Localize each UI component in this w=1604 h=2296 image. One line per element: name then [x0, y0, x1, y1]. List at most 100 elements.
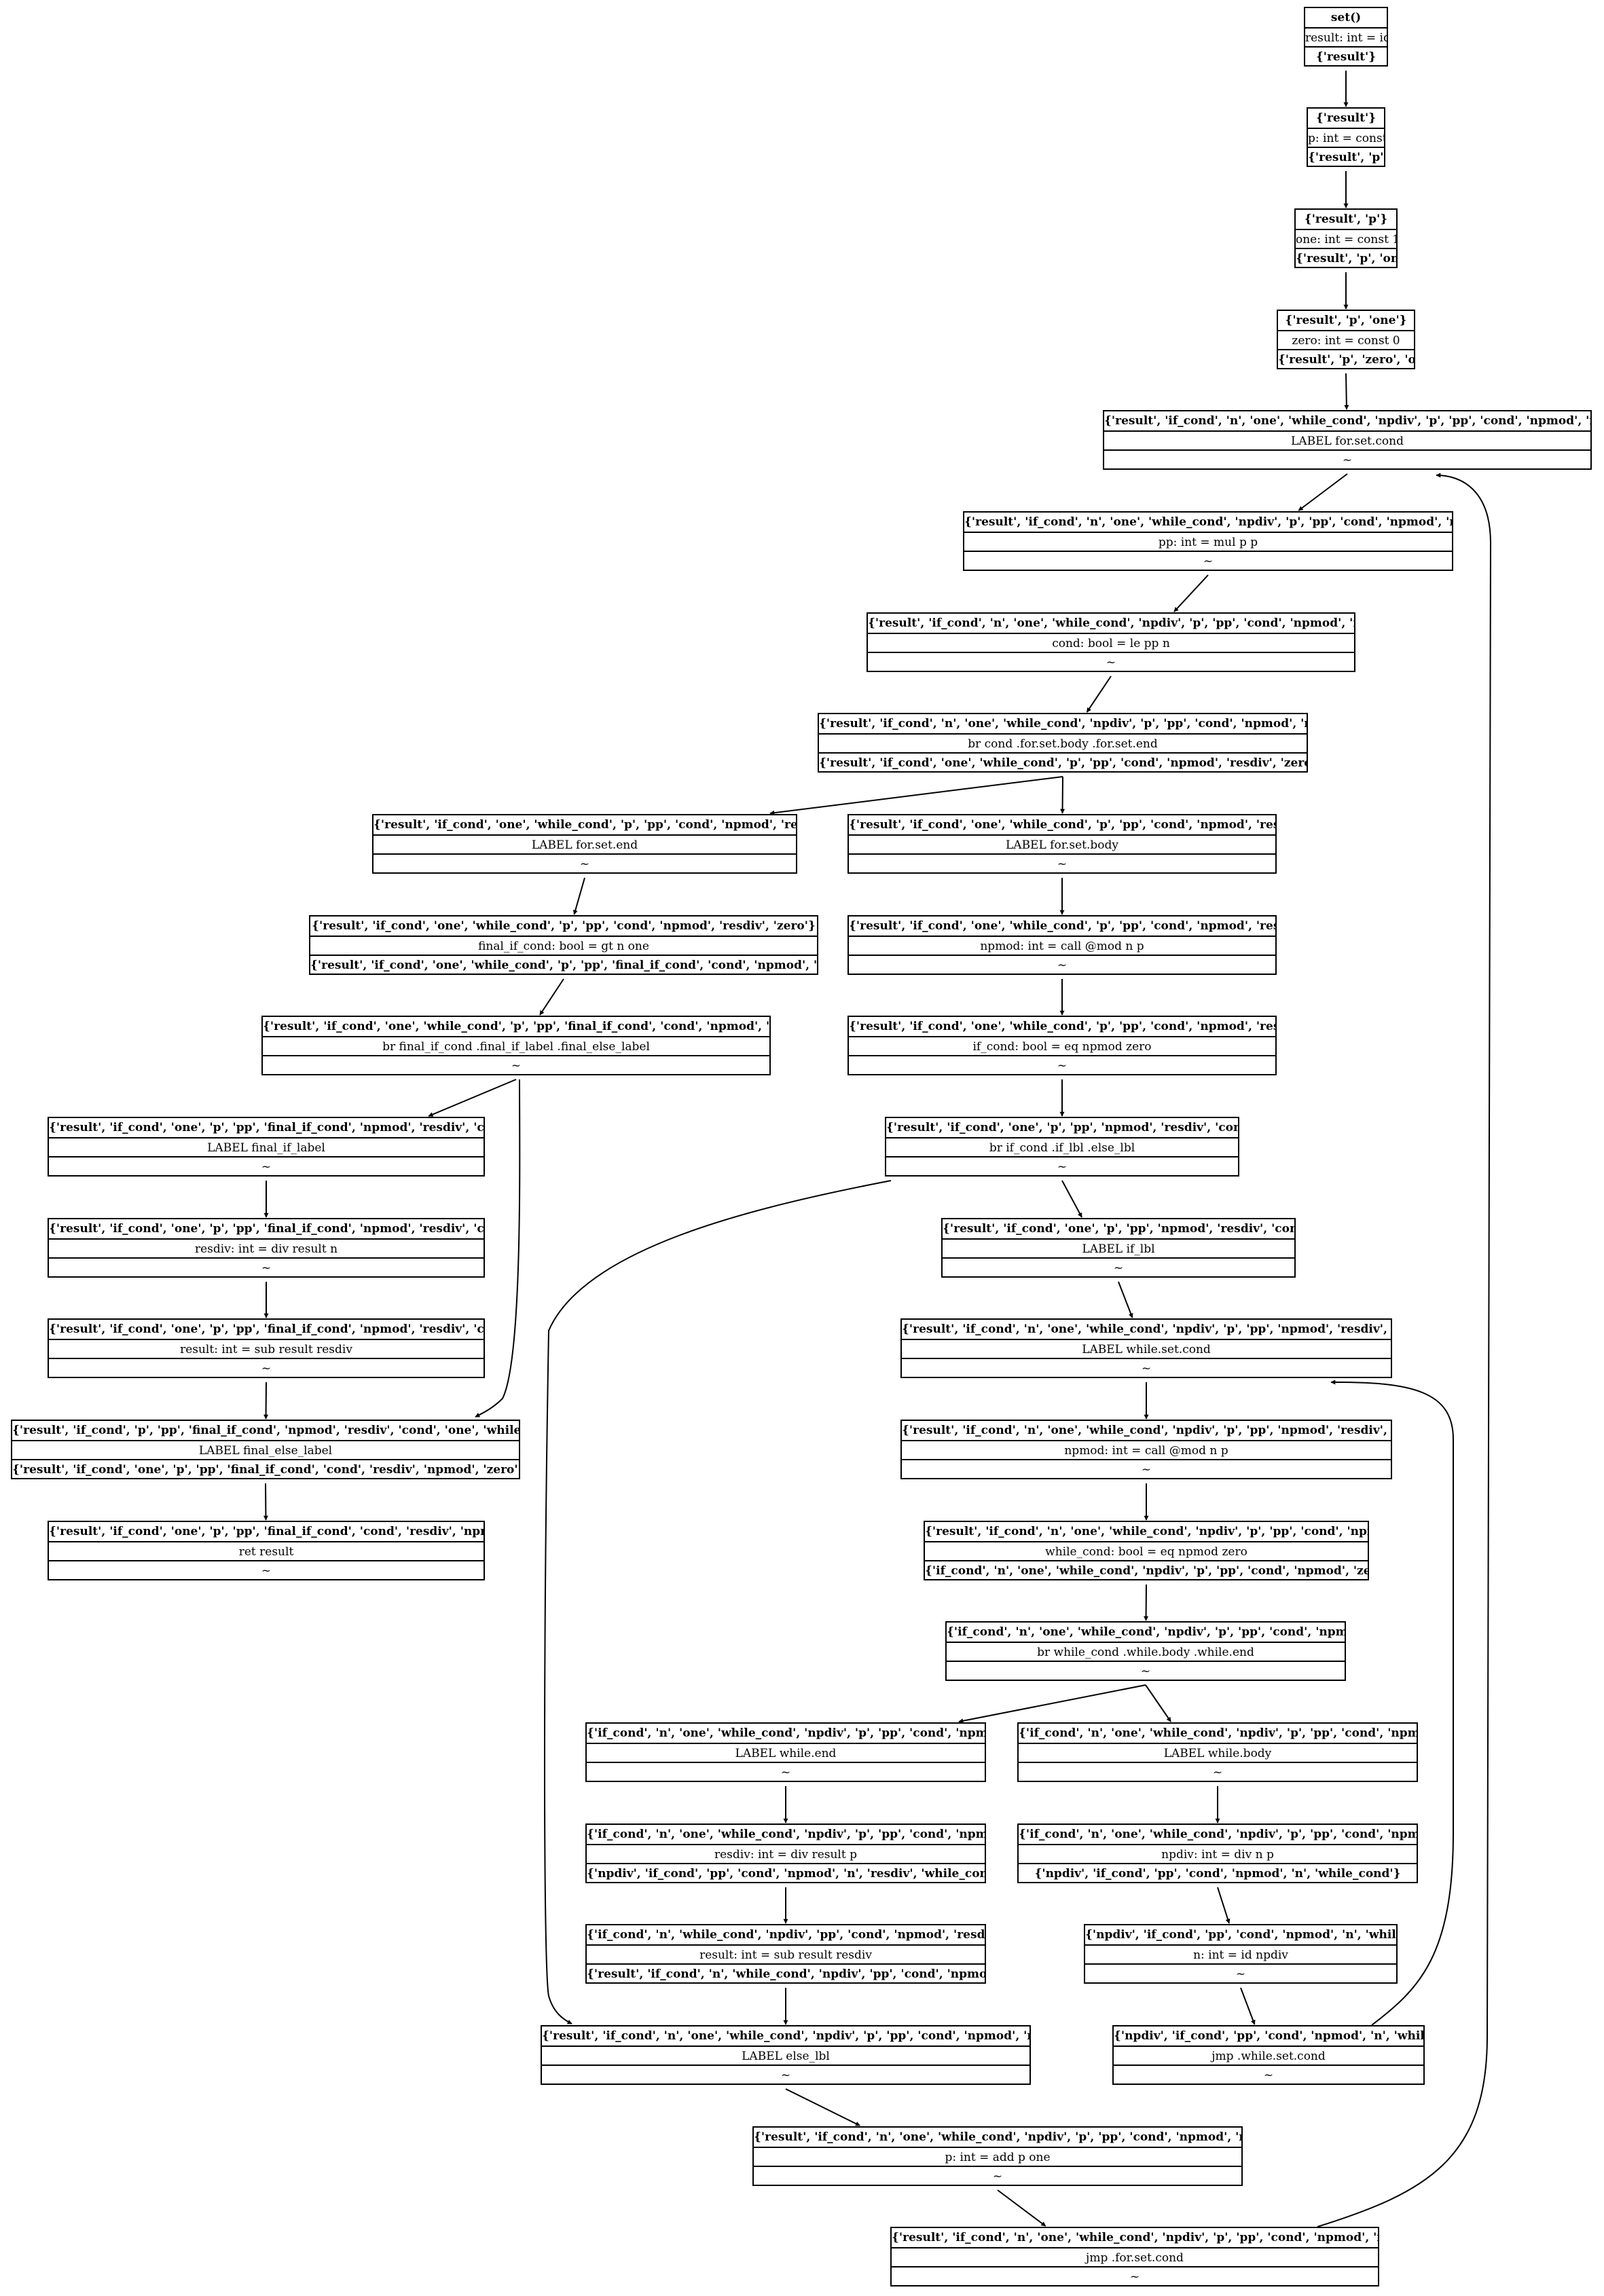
- node-live-out: ~: [943, 1257, 1294, 1276]
- node-instruction: LABEL final_else_label: [12, 1440, 519, 1459]
- cfg-node: {'if_cond', 'n', 'one', 'while_cond', 'n…: [945, 1621, 1346, 1681]
- node-instruction: LABEL while.body: [1019, 1743, 1417, 1762]
- node-live-in: {'result', 'if_cond', 'n', 'one', 'while…: [892, 2231, 1378, 2244]
- cfg-node: {'npdiv', 'if_cond', 'pp', 'cond', 'npmo…: [1112, 2025, 1425, 2085]
- edge-arrow: [1144, 1584, 1149, 1621]
- node-live-in: {'result', 'if_cond', 'n', 'one', 'while…: [925, 1525, 1368, 1538]
- node-live-out: ~: [849, 955, 1275, 974]
- node-instruction: br if_cond .if_lbl .else_lbl: [886, 1137, 1238, 1156]
- node-live-in: {'result', 'if_cond', 'one', 'p', 'pp', …: [943, 1222, 1294, 1236]
- node-instruction: LABEL if_lbl: [943, 1238, 1294, 1257]
- cfg-node: {'result', 'if_cond', 'n', 'one', 'while…: [818, 713, 1308, 773]
- cfg-node: {'result', 'if_cond', 'one', 'while_cond…: [261, 1016, 771, 1075]
- node-live-in: {'result', 'if_cond', 'one', 'p', 'pp', …: [49, 1322, 484, 1336]
- node-live-out: ~: [902, 1459, 1391, 1478]
- node-instruction: jmp .for.set.cond: [892, 2247, 1378, 2266]
- node-live-in: {'result', 'if_cond', 'n', 'one', 'while…: [902, 1322, 1391, 1336]
- node-live-out: ~: [587, 1762, 985, 1781]
- node-instruction: if_cond: bool = eq npmod zero: [849, 1036, 1275, 1055]
- cfg-node: {'if_cond', 'n', 'one', 'while_cond', 'n…: [585, 1823, 986, 1883]
- edge-arrow: [1118, 1281, 1133, 1318]
- node-live-in: {'result', 'if_cond', 'n', 'one', 'while…: [868, 616, 1354, 630]
- edge-arrow: [572, 877, 585, 915]
- node-instruction: LABEL for.set.cond: [1104, 430, 1590, 449]
- edge-arrow: [1145, 1684, 1171, 1722]
- edge-arrow: [539, 978, 564, 1016]
- node-live-out: {'result', 'p'}: [1308, 147, 1384, 166]
- node-live-out: ~: [542, 2064, 1029, 2084]
- node-live-out: ~: [49, 1257, 484, 1276]
- node-live-out: ~: [849, 1055, 1275, 1074]
- node-live-in: {'result'}: [1315, 111, 1377, 125]
- node-instruction: zero: int = const 0: [1278, 330, 1414, 349]
- node-live-out: ~: [1114, 2064, 1423, 2084]
- cfg-node: {'result', 'if_cond', 'one', 'while_cond…: [309, 915, 818, 975]
- node-live-in: {'result', 'p', 'one'}: [1285, 314, 1407, 327]
- node-live-out: {'npdiv', 'if_cond', 'pp', 'cond', 'npmo…: [587, 1863, 985, 1882]
- cfg-node: {'result', 'if_cond', 'n', 'one', 'while…: [900, 1318, 1392, 1378]
- node-instruction: npmod: int = call @mod n p: [902, 1440, 1391, 1459]
- node-live-out: {'result', 'p', 'one'}: [1296, 248, 1396, 267]
- node-instruction: result: int = id n: [1305, 27, 1387, 46]
- cfg-node: {'result', 'if_cond', 'n', 'one', 'while…: [900, 1420, 1392, 1479]
- node-live-out: ~: [49, 1156, 484, 1175]
- node-live-in: {'result', 'if_cond', 'n', 'one', 'while…: [754, 2130, 1241, 2144]
- node-live-out: ~: [964, 551, 1452, 570]
- cfg-node: {'result', 'if_cond', 'n', 'one', 'while…: [924, 1521, 1369, 1580]
- cfg-node: {'if_cond', 'n', 'one', 'while_cond', 'n…: [1017, 1722, 1418, 1782]
- node-live-in: {'result', 'if_cond', 'one', 'while_cond…: [373, 818, 796, 832]
- node-live-in: {'if_cond', 'n', 'one', 'while_cond', 'n…: [947, 1625, 1345, 1639]
- cfg-node: {'result', 'if_cond', 'n', 'one', 'while…: [963, 511, 1453, 571]
- cfg-node: {'result', 'p'} one: int = const 1{'resul…: [1294, 208, 1398, 268]
- node-instruction: n: int = id npdiv: [1085, 1944, 1396, 1963]
- edge-arrow: [1298, 473, 1348, 511]
- edge-arrow: [1330, 1380, 1455, 2026]
- node-live-in: {'result', 'if_cond', 'one', 'p', 'pp', …: [49, 1121, 484, 1134]
- cfg-node: set()result: int = id n{'result'}: [1304, 7, 1388, 67]
- node-instruction: LABEL while.set.cond: [902, 1339, 1391, 1358]
- node-live-in: {'if_cond', 'n', 'one', 'while_cond', 'n…: [1019, 1726, 1417, 1740]
- node-instruction: pp: int = mul p p: [964, 532, 1452, 551]
- cfg-node: {'if_cond', 'n', 'while_cond', 'npdiv', …: [585, 1924, 986, 1984]
- node-instruction: one: int = const 1: [1296, 229, 1396, 248]
- cfg-node: {'result', 'if_cond', 'one', 'p', 'pp', …: [48, 1318, 485, 1378]
- cfg-node: {'result', 'if_cond', 'one', 'while_cond…: [372, 814, 797, 874]
- node-instruction: br final_if_cond .final_if_label .final_…: [263, 1036, 769, 1055]
- node-live-out: {'result', 'if_cond', 'one', 'p', 'pp', …: [12, 1459, 519, 1478]
- node-live-out: {'result', 'if_cond', 'one', 'while_cond…: [819, 752, 1307, 771]
- cfg-node: {'result', 'if_cond', 'one', 'p', 'pp', …: [941, 1218, 1296, 1278]
- node-live-out: ~: [1104, 449, 1590, 468]
- node-live-out: ~: [263, 1055, 769, 1074]
- node-live-out: ~: [49, 1358, 484, 1377]
- cfg-node: {'result', 'if_cond', 'n', 'one', 'while…: [1103, 410, 1592, 470]
- node-live-out: {'result', 'p', 'zero', 'one'}: [1278, 349, 1414, 368]
- node-instruction: while_cond: bool = eq npmod zero: [925, 1541, 1368, 1560]
- node-live-out: ~: [849, 853, 1275, 872]
- edge-arrow: [1217, 1887, 1231, 1924]
- cfg-node: {'if_cond', 'n', 'one', 'while_cond', 'n…: [585, 1722, 986, 1782]
- node-live-in: {'result', 'if_cond', 'one', 'p', 'pp', …: [49, 1525, 484, 1538]
- edge-arrow: [785, 2088, 860, 2126]
- node-live-in: {'result', 'if_cond', 'one', 'p', 'pp', …: [886, 1121, 1238, 1134]
- cfg-node: {'result', 'if_cond', 'one', 'while_cond…: [847, 1016, 1277, 1075]
- node-live-in: {'npdiv', 'if_cond', 'pp', 'cond', 'npmo…: [1085, 1928, 1396, 1942]
- node-live-in: {'if_cond', 'n', 'while_cond', 'npdiv', …: [587, 1928, 985, 1942]
- edge-arrow: [1317, 473, 1492, 2227]
- cfg-node: {'result', 'if_cond', 'p', 'pp', 'final_…: [11, 1420, 520, 1479]
- node-live-out: ~: [1019, 1762, 1417, 1781]
- node-instruction: LABEL while.end: [587, 1743, 985, 1762]
- cfg-node: {'result', 'if_cond', 'one', 'p', 'pp', …: [48, 1218, 485, 1278]
- node-instruction: br cond .for.set.body .for.set.end: [819, 733, 1307, 752]
- node-live-in: set(): [1330, 11, 1362, 24]
- node-live-in: {'result', 'p'}: [1304, 212, 1388, 226]
- cfg-node: {'result', 'if_cond', 'n', 'one', 'while…: [541, 2025, 1031, 2085]
- cfg-node: {'result', 'p', 'one'} zero: int = const …: [1277, 310, 1415, 369]
- node-instruction: ret result: [49, 1541, 484, 1560]
- node-instruction: LABEL else_lbl: [542, 2045, 1029, 2064]
- cfg-node: {'result', 'if_cond', 'one', 'p', 'pp', …: [885, 1117, 1239, 1177]
- edge-arrow: [1061, 1180, 1082, 1218]
- node-instruction: LABEL for.set.body: [849, 834, 1275, 853]
- node-live-out: ~: [1085, 1963, 1396, 1982]
- edge-arrow: [1344, 373, 1349, 410]
